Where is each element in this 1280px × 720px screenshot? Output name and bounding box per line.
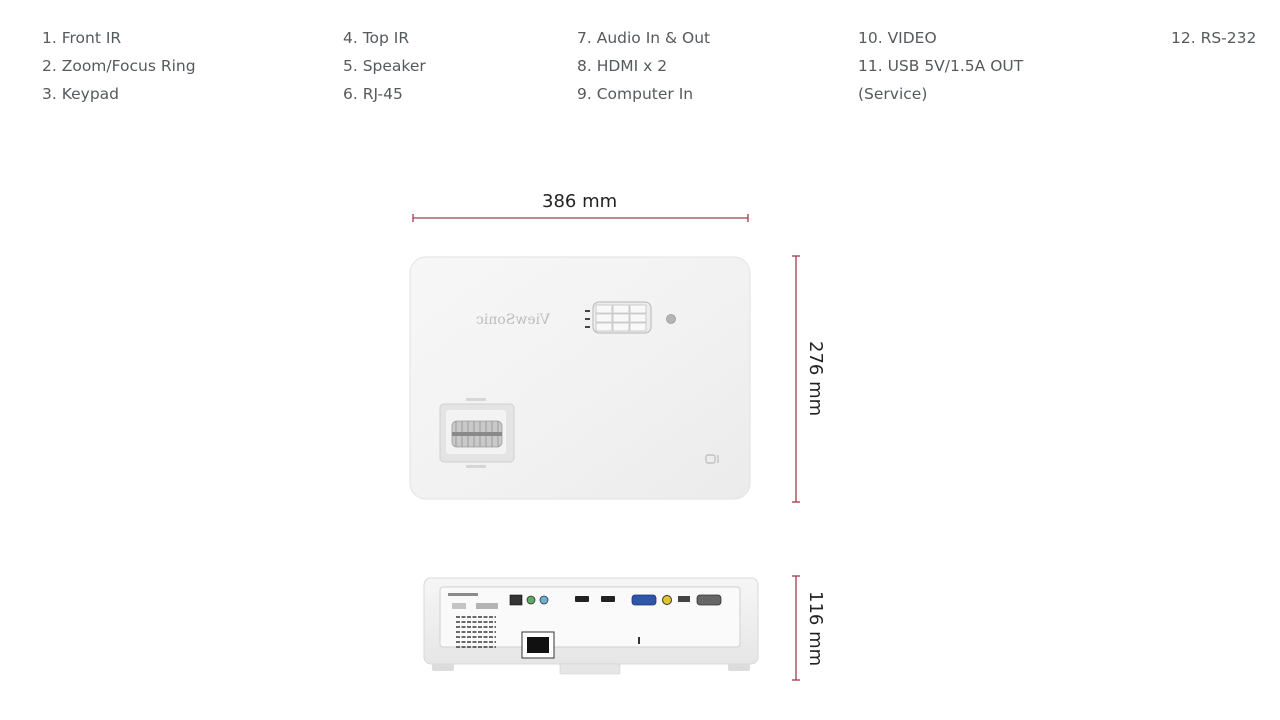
width-dimension-label: 386 mm	[542, 191, 618, 212]
legend-column-4: 10. VIDEO 11. USB 5V/1.5A OUT (Service)	[858, 24, 1023, 108]
model-emblem	[705, 454, 719, 464]
legend-column-5: 12. RS-232	[1171, 24, 1256, 52]
legend-item-video: 10. VIDEO	[858, 29, 937, 47]
keypad	[585, 301, 652, 334]
legend-item-keypad: 3. Keypad	[42, 85, 119, 103]
video-port	[662, 595, 672, 605]
brand-logo: ViewSonic	[476, 312, 551, 328]
legend-item-top-ir: 4. Top IR	[343, 29, 410, 47]
rj45-port	[509, 594, 523, 606]
top-ir-sensor	[666, 314, 676, 324]
hdmi-port-2	[601, 596, 615, 602]
projector-rear-view	[423, 577, 759, 675]
computer-in-port	[631, 594, 657, 606]
zoom-focus-ring	[439, 398, 515, 468]
legend-item-front-ir: 1. Front IR	[42, 29, 122, 47]
legend-item-usb: 11. USB 5V/1.5A OUT	[858, 57, 1024, 75]
legend-item-rs232: 12. RS-232	[1171, 29, 1257, 47]
usb-port	[678, 596, 690, 602]
rs232-port	[696, 594, 722, 606]
legend-column-2: 4. Top IR 5. Speaker 6. RJ-45	[343, 24, 426, 108]
legend-item-rj45: 6. RJ-45	[343, 85, 403, 103]
height-dimension-line	[792, 575, 800, 681]
legend-item-zoom-focus-ring: 2. Zoom/Focus Ring	[42, 57, 196, 75]
legend-column-1: 1. Front IR 2. Zoom/Focus Ring 3. Keypad	[42, 24, 196, 108]
hdmi-port-1	[575, 596, 589, 602]
audio-out-jack	[539, 595, 549, 605]
legend-item-hdmi: 8. HDMI x 2	[577, 57, 668, 75]
legend-item-computer-in: 9. Computer In	[577, 85, 694, 103]
depth-dimension-line	[792, 255, 800, 503]
projector-top-view: ViewSonic	[409, 256, 751, 500]
width-dimension-line	[412, 214, 749, 222]
speaker-grill	[456, 616, 496, 648]
legend-item-usb-note: (Service)	[858, 85, 928, 103]
legend-column-3: 7. Audio In & Out 8. HDMI x 2 9. Compute…	[577, 24, 710, 108]
legend-item-speaker: 5. Speaker	[343, 57, 426, 75]
legend-item-audio: 7. Audio In & Out	[577, 29, 711, 47]
audio-in-jack	[526, 595, 536, 605]
